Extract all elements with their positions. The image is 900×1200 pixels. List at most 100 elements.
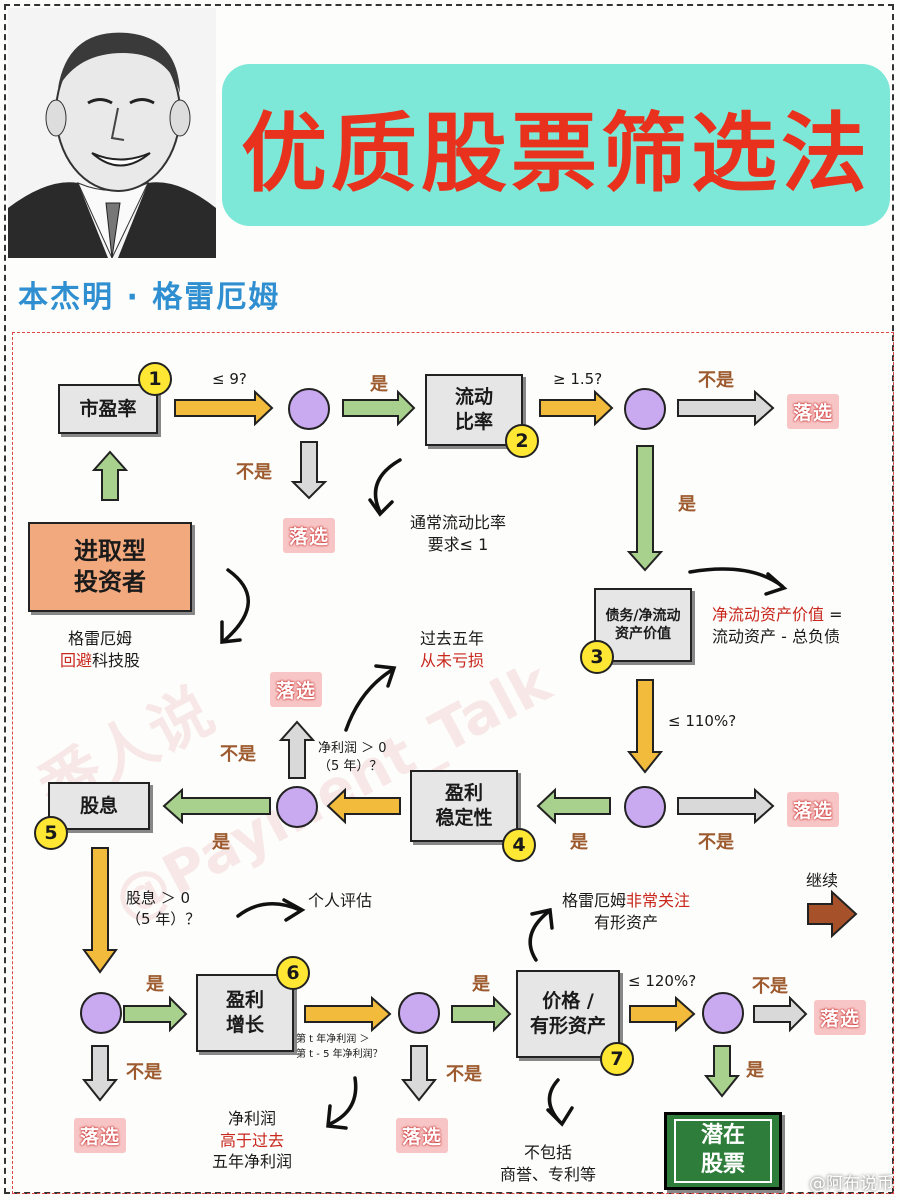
note-exclude: 不包括 商誉、专利等 <box>500 1143 597 1184</box>
yes-label-4: 是 <box>212 832 230 853</box>
arrow-circle4-to-step5 <box>162 787 271 825</box>
reject-tag-7: 落选 <box>814 1000 867 1035</box>
no-label-2: 不是 <box>698 370 734 391</box>
step-4-earnings-stability: 盈利 稳定性 <box>410 770 518 842</box>
note-past-five: 过去五年 从未亏损 <box>420 628 484 671</box>
title-banner: 优质股票筛选法 <box>222 64 890 226</box>
note-net-profit-line2: 高于过去 <box>220 1130 285 1150</box>
arrow-circle1-to-step2 <box>342 389 416 427</box>
note-personal: 个人评估 <box>308 891 373 910</box>
author-name: 本杰明 · 格雷厄姆 <box>18 280 281 315</box>
curve-arrow-past-five <box>344 668 394 732</box>
no-label-3: 不是 <box>698 832 734 853</box>
note-net-profit-line3: 五年净利润 <box>212 1152 293 1172</box>
arrow-investor-up <box>91 450 129 501</box>
condition-price: ≤ 120%? <box>628 972 697 990</box>
arrow-step7-to-circle <box>629 995 696 1033</box>
reject-tag-6: 落选 <box>396 1118 449 1153</box>
note-avoid-tech-line1: 格雷厄姆 <box>68 629 133 648</box>
arrow-circle6-to-step7 <box>451 995 512 1033</box>
potential-stock-box: 潜在 股票 <box>664 1112 782 1190</box>
reject-tag-1: 落选 <box>283 518 336 553</box>
arrow-circle5-down <box>81 1045 119 1102</box>
yes-label-6: 是 <box>472 974 490 995</box>
arrow-circle1-down <box>290 441 328 500</box>
diagram-frame <box>12 332 894 1194</box>
credit-watermark: @阿布说币 <box>809 1174 894 1194</box>
step-6-earnings-growth: 盈利 增长 <box>196 974 294 1052</box>
arrow-step6-to-circle <box>304 995 392 1033</box>
note-avoid-rest: 科技股 <box>92 650 141 670</box>
arrow-circle3-to-reject <box>677 787 775 825</box>
note-current-ratio: 通常流动比率 要求≤ 1 <box>410 513 507 554</box>
decision-current-ratio <box>624 388 666 430</box>
arrow-pe-to-circle <box>174 389 274 427</box>
no-label-6: 不是 <box>446 1064 482 1085</box>
curve-arrow-nca <box>688 567 784 588</box>
yes-label-2: 是 <box>678 494 696 515</box>
no-label-1: 不是 <box>236 462 272 483</box>
step-6-badge: 6 <box>276 956 310 990</box>
condition-profit: 净利润 ＞ 0 （5 年）？ <box>318 741 387 775</box>
note-tangible-highlight: 非常关注 <box>626 891 691 910</box>
decision-profit <box>276 786 318 828</box>
condition-debt: ≤ 110%? <box>668 712 737 730</box>
yes-label-3: 是 <box>570 832 588 853</box>
condition-dividend: 股息 ＞ 0 （5 年）？ <box>126 889 201 928</box>
note-net-profit: 净利润 高于过去 五年净利润 <box>212 1108 292 1173</box>
arrow-step5-down <box>82 847 118 974</box>
condition-current-ratio: ≥ 1.5? <box>553 370 603 388</box>
note-past-five-line1: 过去五年 <box>420 629 485 648</box>
arrow-step2-to-circle <box>539 389 614 427</box>
note-nca-term: 净流动资产价值 <box>712 605 825 624</box>
curve-arrow-growth <box>328 1076 358 1126</box>
condition-growth: 第 t 年净利润 ＞ 第 t - 5 年净利润？ <box>296 1034 383 1060</box>
no-label-4: 不是 <box>220 744 256 765</box>
arrow-circle7-down <box>703 1045 741 1098</box>
decision-dividend <box>80 992 122 1034</box>
step-3-debt-nca: 债务/净流动 资产价值 <box>594 588 692 662</box>
step-1-pe-ratio: 市盈率 <box>58 384 158 434</box>
note-tangible: 格雷厄姆非常关注 有形资产 <box>562 890 690 933</box>
decision-price <box>702 992 744 1034</box>
decision-growth <box>398 992 440 1034</box>
continue-arrow <box>807 889 858 939</box>
step-7-badge: 7 <box>600 1042 634 1076</box>
arrow-circle4-up <box>278 720 316 779</box>
condition-pe: ≤ 9? <box>212 370 247 388</box>
no-label-7: 不是 <box>752 976 788 997</box>
arrow-circle2-down <box>626 445 664 572</box>
potential-stock-label: 潜在 股票 <box>673 1118 773 1184</box>
yes-label-7: 是 <box>746 1060 764 1081</box>
arrow-circle2-to-reject <box>677 389 775 427</box>
note-avoid-tech-line2: 回避科技股 <box>60 650 140 672</box>
curve-arrow-current-ratio <box>373 458 402 514</box>
no-label-5: 不是 <box>126 1062 162 1083</box>
arrow-circle7-to-reject <box>753 995 808 1033</box>
note-past-five-line2: 从未亏损 <box>420 650 485 670</box>
arrow-circle3-to-step4 <box>536 787 611 825</box>
note-tangible-name: 格雷厄姆 <box>562 891 627 910</box>
graham-portrait <box>8 8 216 258</box>
step-5-badge: 5 <box>34 816 68 850</box>
reject-tag-3: 落选 <box>787 792 840 827</box>
yes-label-5: 是 <box>146 974 164 995</box>
note-continue: 继续 <box>806 871 839 890</box>
reject-tag-4: 落选 <box>270 672 323 707</box>
decision-debt <box>624 786 666 828</box>
note-nca-equals: = <box>829 605 843 624</box>
aggressive-investor-box: 进取型 投资者 <box>28 522 192 612</box>
step-2-badge: 2 <box>505 424 539 458</box>
arrow-step4-to-circle <box>326 787 401 825</box>
yes-label-1: 是 <box>370 374 388 395</box>
note-nca: 净流动资产价值 = 流动资产 - 总负债 <box>712 604 843 647</box>
reject-tag-5: 落选 <box>74 1118 127 1153</box>
decision-pe <box>288 388 330 430</box>
arrow-circle5-to-step6 <box>123 995 188 1033</box>
step-1-badge: 1 <box>138 362 172 396</box>
note-tangible-rest: 有形资产 <box>594 912 659 932</box>
arrow-step3-down <box>626 679 664 774</box>
curve-arrow-investor <box>223 568 250 642</box>
note-avoid-highlight: 回避 <box>60 650 93 670</box>
